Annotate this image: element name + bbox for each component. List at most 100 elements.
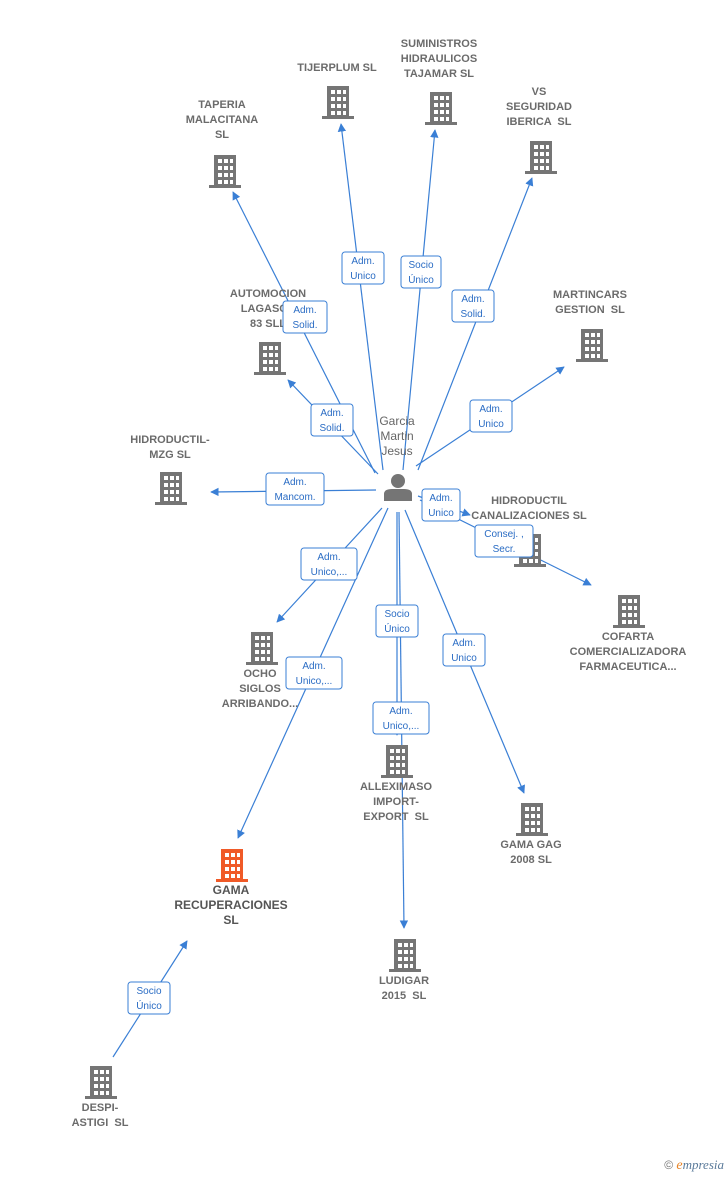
- edge-label-text: Solid.: [460, 309, 485, 320]
- building-icon: [576, 329, 608, 362]
- edge-label-cofarta[interactable]: Consej. ,Secr.: [474, 524, 534, 558]
- edge-label-ocho[interactable]: Adm.Unico,...: [300, 547, 358, 581]
- company-label: 2015 SL: [382, 990, 427, 1002]
- company-node-ludigar[interactable]: LUDIGAR 2015 SL: [379, 939, 429, 1002]
- company-label: DESPI-: [82, 1102, 119, 1114]
- edge-label-text: Consej. ,: [484, 529, 523, 540]
- edge-label-box: [375, 604, 419, 638]
- edge-label-text: Solid.: [292, 320, 317, 331]
- edge-label-hidromzg[interactable]: Adm. Mancom.: [265, 472, 325, 506]
- company-label: MZG SL: [149, 449, 191, 461]
- edge-label-text: Adm.: [351, 256, 374, 267]
- edge-label-text: Único: [408, 273, 434, 286]
- company-node-hidromzg[interactable]: HIDRODUCTIL-MZG SL: [130, 434, 210, 505]
- company-label: TAJAMAR SL: [404, 68, 474, 80]
- edge-label-automocion[interactable]: Adm.Solid.: [310, 403, 354, 437]
- edge-label-text: Socio: [136, 986, 161, 997]
- company-label: ASTIGI SL: [72, 1117, 129, 1129]
- edge-label-hidrocan[interactable]: Adm. Unico: [421, 488, 461, 522]
- company-node-despi[interactable]: DESPI- ASTIGI SL: [72, 1066, 129, 1129]
- edge-label-text: Solid.: [319, 423, 344, 434]
- edge-label-box: [265, 472, 325, 506]
- company-node-ocho[interactable]: OCHO SIGLOS ARRIBANDO...: [222, 632, 298, 710]
- edge-label-text: Socio: [384, 609, 409, 620]
- company-label: 83 SLL: [250, 318, 286, 330]
- company-label: HIDRODUCTIL: [491, 495, 567, 507]
- edge-label-tijerplum[interactable]: Adm. Unico: [341, 251, 385, 285]
- empresia-credit[interactable]: © empresia: [664, 1157, 724, 1174]
- company-label: VS: [532, 86, 547, 98]
- edge-label-box: [285, 656, 343, 690]
- edge-label-text: Unico: [428, 508, 454, 519]
- edge-label-taperia[interactable]: Adm. Solid.: [282, 300, 328, 334]
- company-node-cofarta[interactable]: COFARTACOMERCIALIZADORAFARMACEUTICA...: [570, 595, 687, 673]
- edge-label-box: [400, 255, 442, 289]
- company-label: TIJERPLUM SL: [297, 62, 377, 74]
- company-label: LAGASCA: [241, 303, 295, 315]
- company-label: EXPORT SL: [363, 811, 429, 823]
- brand-initial: e: [676, 1158, 683, 1173]
- company-node-suministros[interactable]: SUMINISTROS HIDRAULICOS TAJAMAR SL: [401, 38, 477, 125]
- company-label: GESTION SL: [555, 304, 625, 316]
- edge-label-text: Unico: [350, 271, 376, 282]
- company-label: SUMINISTROS: [401, 38, 477, 50]
- edge-label-text: Unico: [478, 419, 504, 430]
- edge-label-text: Adm.: [479, 404, 502, 415]
- edge-label-alleximaso[interactable]: Adm. Unico,...: [372, 701, 430, 735]
- company-label: SIGLOS: [239, 683, 281, 695]
- edge-line-suministros: [402, 129, 439, 471]
- company-label: SL: [223, 913, 238, 927]
- edge-labels-layer: Adm.UnicoSocioÚnicoAdm.Solid.Adm.Solid.A…: [127, 251, 534, 1015]
- company-label: HIDRAULICOS: [401, 53, 477, 65]
- company-label: LUDIGAR: [379, 975, 429, 987]
- edge-label-text: Unico: [451, 653, 477, 664]
- edge-label-text: Mancom.: [274, 492, 315, 503]
- building-icon: [516, 803, 548, 836]
- edge-label-box: [300, 547, 358, 581]
- building-icon: [525, 141, 557, 174]
- person-icon: [384, 474, 412, 501]
- company-label: SL: [215, 129, 229, 141]
- building-icon: [381, 745, 413, 778]
- edge-label-box: [474, 524, 534, 558]
- edge-label-martincars[interactable]: Adm. Unico: [469, 399, 513, 433]
- edge-label-text: Adm.: [317, 552, 340, 563]
- company-label: SEGURIDAD: [506, 101, 572, 113]
- company-label: OCHO: [244, 668, 277, 680]
- company-label: ARRIBANDO...: [222, 698, 298, 710]
- edge-label-text: Adm.: [389, 706, 412, 717]
- edge-label-gamagag[interactable]: Adm.Unico: [442, 633, 486, 667]
- edge-label-gamarec[interactable]: Adm. Unico,...: [285, 656, 343, 690]
- edge-label-text: Adm.: [302, 661, 325, 672]
- building-icon: [613, 595, 645, 628]
- company-node-vs[interactable]: VS SEGURIDAD IBERICA SL: [506, 86, 572, 174]
- building-icon: [246, 632, 278, 665]
- company-label: IMPORT-: [373, 796, 419, 808]
- person-label: Martin: [380, 429, 413, 443]
- edge-label-text: Adm.: [283, 477, 306, 488]
- company-label: 2008 SL: [510, 854, 552, 866]
- edge-label-text: Unico,...: [296, 676, 333, 687]
- edge-label-text: Único: [136, 999, 162, 1012]
- company-node-tijerplum[interactable]: TIJERPLUM SL: [297, 62, 377, 119]
- edge-label-text: Adm.: [429, 493, 452, 504]
- edge-label-text: Adm.: [293, 305, 316, 316]
- edge-label-text: Unico,...: [383, 721, 420, 732]
- edge-label-box: [282, 300, 328, 334]
- company-label: IBERICA SL: [507, 116, 572, 128]
- edge-label-vs[interactable]: Adm.Solid.: [451, 289, 495, 323]
- edge-label-text: Único: [384, 622, 410, 635]
- company-label: RECUPERACIONES: [174, 898, 287, 912]
